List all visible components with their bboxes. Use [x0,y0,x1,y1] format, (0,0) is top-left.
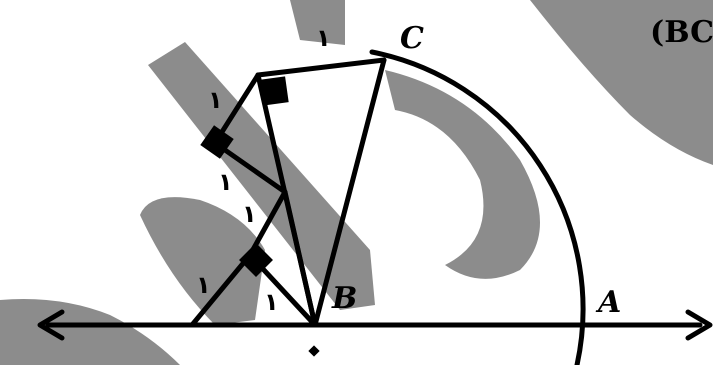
watermark-top-right-band [530,0,713,165]
unit-label-upper-left: ١ [208,86,223,114]
segment-7 [255,72,318,328]
unit-label-lower-left: ١ [196,271,211,299]
unit-label-mid: ١ [242,200,257,228]
segment-8 [255,57,387,78]
watermark-left-blob [140,197,265,325]
segment-bc [312,57,387,328]
watermark-top-tick [290,0,345,45]
label-c: C [400,21,424,56]
unit-label-top: ١ [316,24,331,52]
left-arrowhead [37,309,65,341]
label-b: B [331,281,357,316]
right-angle-marker-2 [200,125,234,159]
right-angle-marker-3 [259,76,289,106]
segment-1 [189,252,253,328]
watermark-bottom-left [0,299,180,365]
right-angle-marker-1 [239,243,273,277]
partial-bc-text: (BC [650,15,713,50]
arc-a-to-c [369,49,586,365]
unit-label-lower-right: ١ [264,288,279,316]
watermark-crescent [385,70,540,279]
right-arrowhead [685,309,713,341]
label-a: A [595,285,621,320]
unit-label-mid-left: ١ [218,168,233,196]
origin-dot [308,345,320,357]
segment-5 [212,140,288,195]
